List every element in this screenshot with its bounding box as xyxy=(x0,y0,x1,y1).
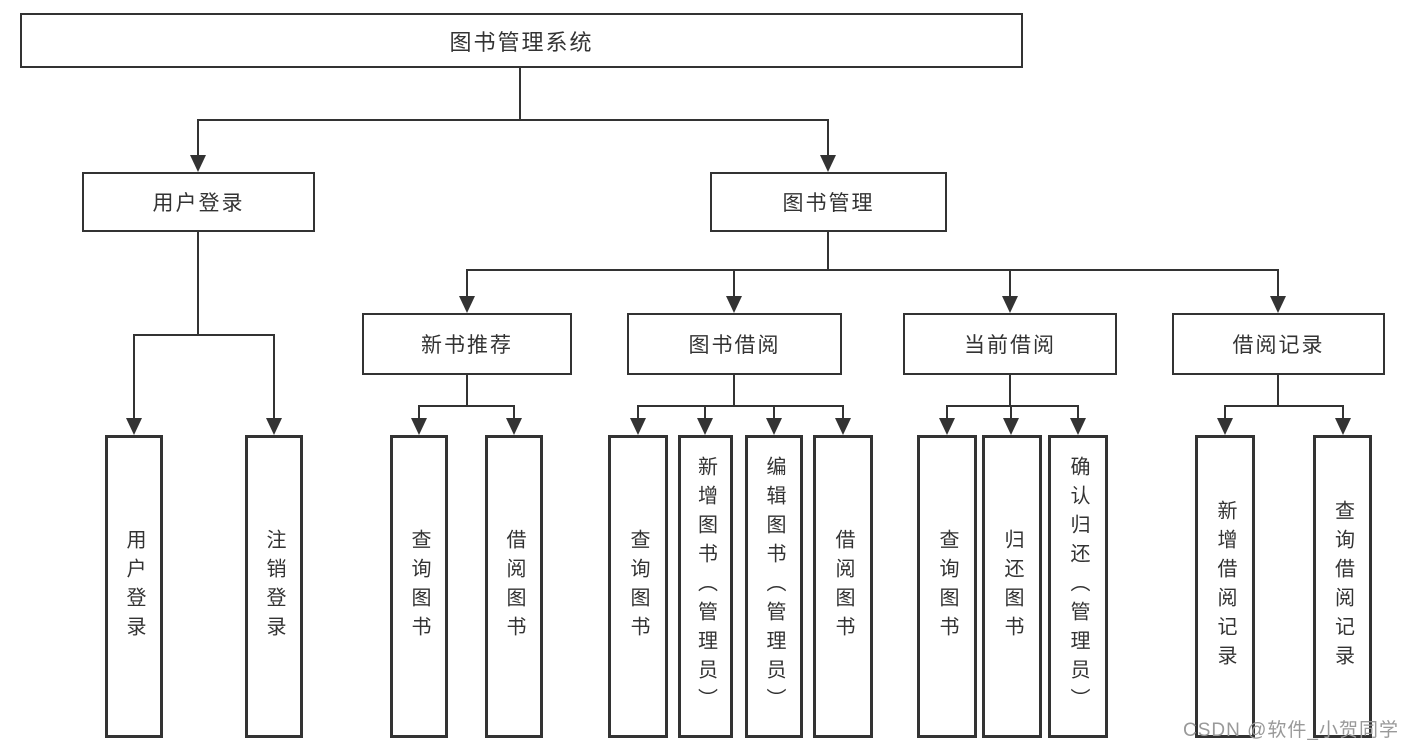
connector-vline xyxy=(827,119,829,157)
leaf-return-books: 归还图书 xyxy=(982,435,1042,738)
leaf-query-books: 查询图书 xyxy=(917,435,977,738)
arrow-down-icon xyxy=(1270,296,1286,313)
connector-vline xyxy=(773,405,775,420)
arrow-down-icon xyxy=(835,418,851,435)
leaf-confirm-return-admin: 确认归还（管理员） xyxy=(1048,435,1108,738)
connector-vline xyxy=(466,269,468,298)
arrow-down-icon xyxy=(630,418,646,435)
connector-hline xyxy=(946,405,1079,407)
connector-hline xyxy=(637,405,844,407)
node-library-management-system: 图书管理系统 xyxy=(20,13,1023,68)
node-label: 借阅记录 xyxy=(1232,334,1325,357)
arrow-down-icon xyxy=(1335,418,1351,435)
node-label: 图书管理系统 xyxy=(449,29,594,55)
node-label: 图书管理 xyxy=(782,192,875,215)
connector-vline xyxy=(827,232,829,271)
node-book-borrowing: 图书借阅 xyxy=(627,313,842,375)
leaf-edit-book-admin: 编辑图书（管理员） xyxy=(745,435,803,738)
arrow-down-icon xyxy=(820,155,836,172)
leaf-query-books: 查询图书 xyxy=(390,435,448,738)
connector-hline xyxy=(197,119,829,121)
leaf-label: 归还图书 xyxy=(1001,528,1023,645)
leaf-label: 查询图书 xyxy=(936,528,958,645)
leaf-label: 新增借阅记录 xyxy=(1214,499,1236,674)
leaf-label: 查询图书 xyxy=(408,528,430,645)
connector-vline xyxy=(133,334,135,420)
arrow-down-icon xyxy=(1217,418,1233,435)
leaf-label: 确认归还（管理员） xyxy=(1067,456,1089,717)
connector-vline xyxy=(519,68,521,120)
connector-vline xyxy=(273,334,275,420)
node-label: 用户登录 xyxy=(152,192,245,215)
node-label: 新书推荐 xyxy=(421,334,513,357)
leaf-add-borrow-record: 新增借阅记录 xyxy=(1195,435,1255,738)
connector-vline xyxy=(1077,405,1079,420)
connector-vline xyxy=(842,405,844,420)
connector-vline xyxy=(466,375,468,407)
node-label: 图书借阅 xyxy=(688,334,781,357)
connector-hline xyxy=(418,405,515,407)
node-book-management: 图书管理 xyxy=(710,172,947,232)
connector-vline xyxy=(1224,405,1226,420)
leaf-label: 借阅图书 xyxy=(503,528,525,645)
arrow-down-icon xyxy=(1070,418,1086,435)
connector-vline xyxy=(1277,375,1279,407)
arrow-down-icon xyxy=(1002,296,1018,313)
leaf-label: 编辑图书（管理员） xyxy=(763,456,785,717)
arrow-down-icon xyxy=(190,155,206,172)
connector-vline xyxy=(418,405,420,420)
arrow-down-icon xyxy=(939,418,955,435)
csdn-watermark: CSDN @软件_小贺同学 xyxy=(1183,720,1399,741)
arrow-down-icon xyxy=(459,296,475,313)
node-current-borrowing: 当前借阅 xyxy=(903,313,1117,375)
connector-vline xyxy=(197,232,199,335)
arrow-down-icon xyxy=(266,418,282,435)
connector-vline xyxy=(1009,269,1011,298)
connector-vline xyxy=(946,405,948,420)
arrow-down-icon xyxy=(766,418,782,435)
leaf-query-books: 查询图书 xyxy=(608,435,668,738)
connector-hline xyxy=(1224,405,1344,407)
arrow-down-icon xyxy=(126,418,142,435)
leaf-label: 用户登录 xyxy=(123,528,145,645)
arrow-down-icon xyxy=(411,418,427,435)
leaf-add-book-admin: 新增图书（管理员） xyxy=(678,435,733,738)
leaf-label: 注销登录 xyxy=(263,528,285,645)
connector-vline xyxy=(733,375,735,407)
node-user-login: 用户登录 xyxy=(82,172,315,232)
node-new-book-recommendation: 新书推荐 xyxy=(362,313,572,375)
leaf-borrow-books: 借阅图书 xyxy=(813,435,873,738)
connector-vline xyxy=(733,269,735,298)
node-label: 当前借阅 xyxy=(964,334,1056,357)
connector-vline xyxy=(1010,405,1012,420)
connector-vline xyxy=(1342,405,1344,420)
arrow-down-icon xyxy=(697,418,713,435)
connector-hline xyxy=(466,269,1279,271)
arrow-down-icon xyxy=(506,418,522,435)
leaf-query-borrow-record: 查询借阅记录 xyxy=(1313,435,1372,738)
connector-vline xyxy=(1277,269,1279,298)
connector-vline xyxy=(704,405,706,420)
connector-vline xyxy=(1009,375,1011,407)
leaf-user-login: 用户登录 xyxy=(105,435,163,738)
connector-hline xyxy=(133,334,275,336)
leaf-label: 查询借阅记录 xyxy=(1331,499,1354,674)
arrow-down-icon xyxy=(1003,418,1019,435)
connector-vline xyxy=(197,119,199,157)
node-borrowing-records: 借阅记录 xyxy=(1172,313,1385,375)
leaf-borrow-books: 借阅图书 xyxy=(485,435,543,738)
connector-vline xyxy=(637,405,639,420)
arrow-down-icon xyxy=(726,296,742,313)
leaf-label: 借阅图书 xyxy=(832,528,854,645)
connector-vline xyxy=(513,405,515,420)
leaf-logout: 注销登录 xyxy=(245,435,303,738)
leaf-label: 查询图书 xyxy=(627,528,649,645)
leaf-label: 新增图书（管理员） xyxy=(694,456,717,717)
